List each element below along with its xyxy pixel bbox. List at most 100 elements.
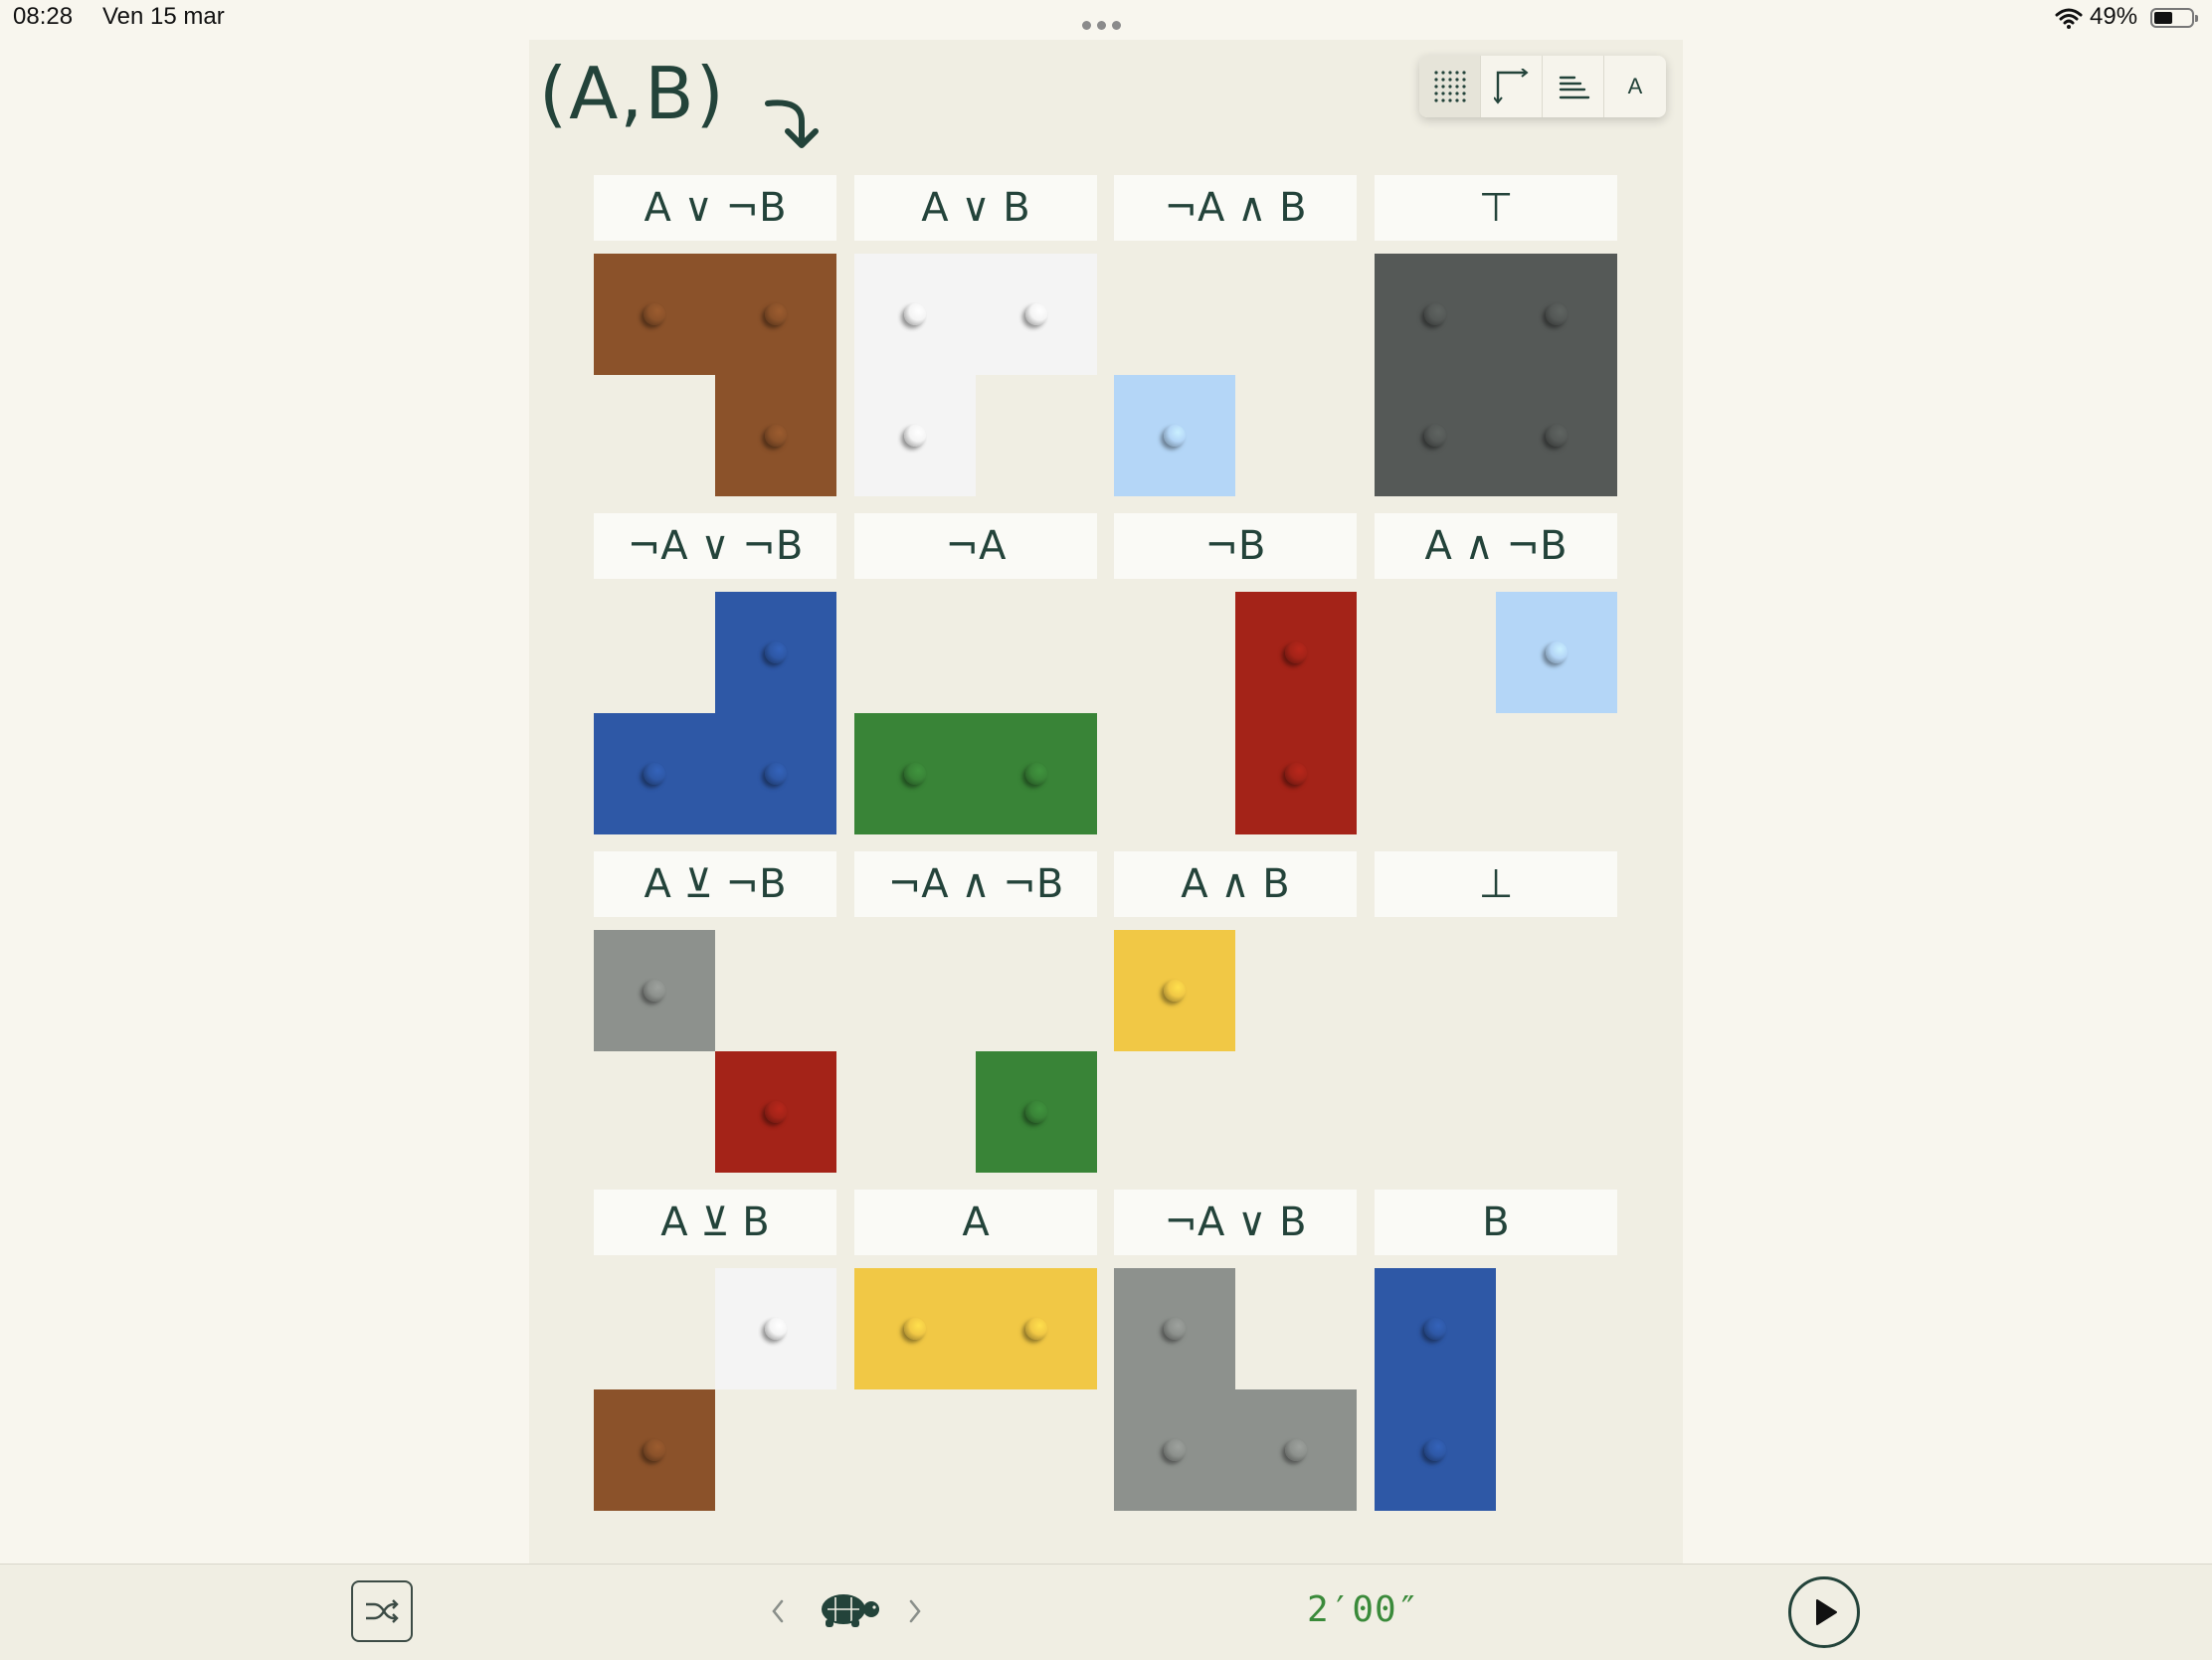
formula-cell[interactable]: ¬A ∧ ¬B <box>854 851 1097 1173</box>
grid-dots-button[interactable] <box>1419 56 1481 117</box>
formula-cell[interactable]: ¬A ∨ ¬B <box>594 513 836 834</box>
brick-stud <box>765 642 787 663</box>
formula-label: ¬A ∨ ¬B <box>594 513 836 579</box>
brick-stud <box>904 1318 926 1340</box>
brick-stud <box>1285 763 1307 785</box>
brick-block <box>715 1051 836 1173</box>
brick-stud <box>1546 642 1567 663</box>
brick-block <box>1235 592 1357 713</box>
brick-stud <box>1025 303 1047 325</box>
brick-stud <box>1285 1439 1307 1461</box>
formula-label: ¬B <box>1114 513 1357 579</box>
formula-cell[interactable]: A <box>854 1190 1097 1511</box>
letter-toggle-button[interactable]: A <box>1604 56 1666 117</box>
bottom-bar <box>0 1564 2212 1660</box>
brick-stud <box>1025 1318 1047 1340</box>
brick-stud <box>644 1439 665 1461</box>
brick-stud <box>1285 642 1307 663</box>
formula-cell[interactable]: A ⊻ B <box>594 1190 836 1511</box>
formula-cell[interactable]: A ∨ B <box>854 175 1097 496</box>
formula-label: ¬A <box>854 513 1097 579</box>
formula-cell[interactable]: B <box>1375 1190 1617 1511</box>
shuffle-button[interactable] <box>351 1580 413 1642</box>
formula-label: A ∨ B <box>854 175 1097 241</box>
formula-cell[interactable]: ¬A ∨ B <box>1114 1190 1357 1511</box>
status-bar: 08:28 Ven 15 mar 49% <box>0 0 2212 40</box>
formula-label: ⊤ <box>1375 175 1617 241</box>
brick-stud <box>1546 425 1567 447</box>
formula-label: ¬A ∨ B <box>1114 1190 1357 1255</box>
grid-dots-icon <box>1433 71 1466 102</box>
brick-block <box>715 375 836 496</box>
wifi-icon <box>2055 8 2083 29</box>
brick-stud <box>1164 1439 1186 1461</box>
brick-block <box>1375 254 1496 375</box>
formula-label: A ⊻ B <box>594 1190 836 1255</box>
formula-cell[interactable]: ¬B <box>1114 513 1357 834</box>
align-lines-button[interactable] <box>1543 56 1604 117</box>
view-toolbar: A <box>1419 56 1666 117</box>
formula-label: A ∧ B <box>1114 851 1357 917</box>
brick-block <box>976 254 1097 375</box>
status-date: Ven 15 mar <box>102 3 225 30</box>
battery-icon <box>2150 8 2198 28</box>
formula-label: A ∨ ¬B <box>594 175 836 241</box>
formula-label: A <box>854 1190 1097 1255</box>
brick-stud <box>1025 1101 1047 1123</box>
corner-axes-button[interactable] <box>1481 56 1543 117</box>
brick-block <box>854 254 976 375</box>
brick-stud <box>1164 980 1186 1002</box>
brick-block <box>1496 254 1617 375</box>
brick-stud <box>644 980 665 1002</box>
letter-toggle-label: A <box>1627 74 1643 98</box>
battery-percent: 49% <box>2090 3 2138 30</box>
formula-cell[interactable]: ⊤ <box>1375 175 1617 496</box>
brick-stud <box>644 303 665 325</box>
brick-stud <box>1164 425 1186 447</box>
page-title: (A,B) <box>539 52 726 135</box>
formula-label: ¬A ∧ B <box>1114 175 1357 241</box>
chevron-right-icon[interactable] <box>903 1593 927 1629</box>
brick-stud <box>644 763 665 785</box>
brick-block <box>976 713 1097 834</box>
play-button[interactable] <box>1788 1576 1860 1648</box>
chevron-left-icon[interactable] <box>766 1593 790 1629</box>
brick-block <box>1375 1268 1496 1389</box>
multitasking-dots-icon[interactable] <box>1082 15 1128 30</box>
brick-block <box>715 1268 836 1389</box>
formula-label: A ⊻ ¬B <box>594 851 836 917</box>
formula-label: ⊥ <box>1375 851 1617 917</box>
turtle-icon[interactable] <box>814 1589 881 1629</box>
brick-block <box>1375 1389 1496 1511</box>
align-lines-icon <box>1559 76 1589 99</box>
formula-cell[interactable]: A ∨ ¬B <box>594 175 836 496</box>
brick-block <box>1114 930 1235 1051</box>
brick-block <box>1114 375 1235 496</box>
brick-block <box>1496 592 1617 713</box>
formula-cell[interactable]: A ⊻ ¬B <box>594 851 836 1173</box>
brick-block <box>594 930 715 1051</box>
brick-block <box>854 713 976 834</box>
corner-axes-icon <box>1493 69 1529 104</box>
formula-cell[interactable]: ⊥ <box>1375 851 1617 1173</box>
formula-cell[interactable]: ¬A <box>854 513 1097 834</box>
brick-block <box>1235 1389 1357 1511</box>
brick-block <box>976 1268 1097 1389</box>
brick-block <box>594 1389 715 1511</box>
brick-block <box>1496 375 1617 496</box>
brick-stud <box>1424 425 1446 447</box>
curved-arrow-icon <box>765 99 819 148</box>
brick-block <box>976 1051 1097 1173</box>
formula-cell[interactable]: A ∧ B <box>1114 851 1357 1173</box>
brick-block <box>1235 713 1357 834</box>
shuffle-icon <box>366 1599 399 1623</box>
formula-label: ¬A ∧ ¬B <box>854 851 1097 917</box>
brick-stud <box>1164 1318 1186 1340</box>
brick-block <box>1114 1389 1235 1511</box>
brick-block <box>854 1268 976 1389</box>
brick-stud <box>765 1101 787 1123</box>
formula-cell[interactable]: ¬A ∧ B <box>1114 175 1357 496</box>
formula-cell[interactable]: A ∧ ¬B <box>1375 513 1617 834</box>
brick-stud <box>1424 303 1446 325</box>
status-time: 08:28 <box>13 3 74 30</box>
